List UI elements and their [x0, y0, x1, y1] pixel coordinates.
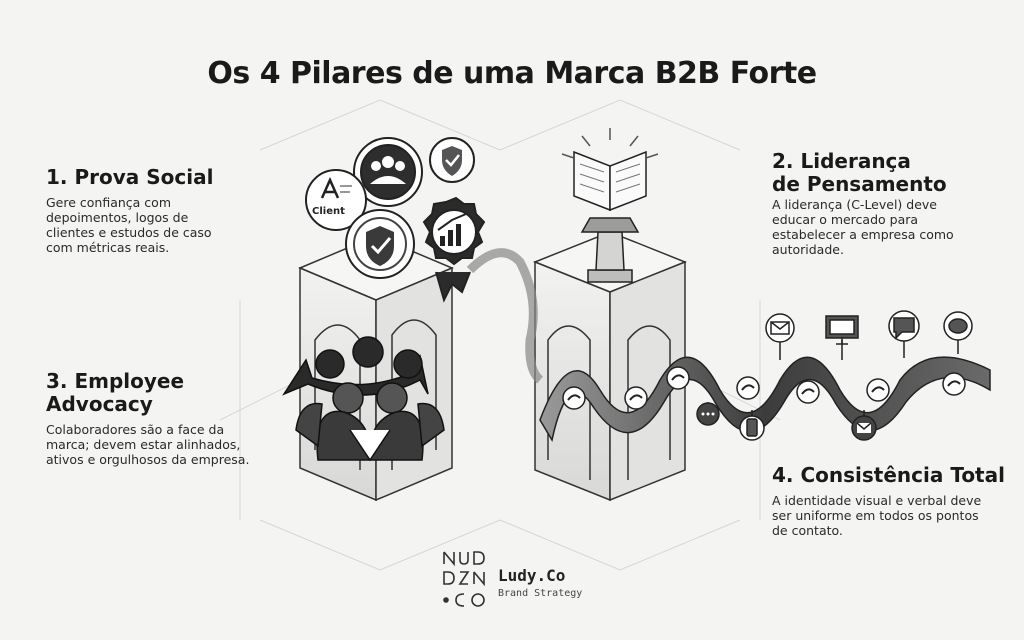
pillar-description-consistencia: A identidade visual e verbal deve ser un… — [772, 493, 982, 538]
client-logo-icon — [305, 169, 367, 231]
envelope-icon — [765, 313, 795, 343]
brand-name: Ludy.Co — [498, 566, 566, 585]
chat-dots-small-icon — [696, 402, 720, 426]
monitor-icon — [825, 315, 859, 345]
chat-bubble-icon — [888, 310, 920, 342]
brand-ribbon-icon — [539, 356, 991, 443]
contact-points — [696, 310, 973, 441]
pillar-description-employee-advocacy: Colaboradores são a face da marca; devem… — [46, 422, 250, 467]
growth-chart-badge-icon — [422, 196, 486, 303]
mobile-icon — [739, 415, 765, 441]
pillar-title-lideranca: 2. Liderança de Pensamento — [772, 149, 947, 196]
pillar-title-prova-social: 1. Prova Social — [46, 165, 214, 189]
brand-tagline: Brand Strategy — [498, 588, 583, 599]
pillar-title-employee-advocacy: 3. Employee Advocacy — [46, 369, 185, 416]
open-book-podium-icon — [561, 128, 659, 283]
connector-swoosh — [466, 248, 544, 384]
team-advocacy-icon — [282, 336, 445, 462]
pillar-title-consistencia: 4. Consistência Total — [772, 463, 1005, 487]
brand-logo-icon — [443, 551, 485, 607]
chat-dots-icon — [943, 311, 973, 341]
social-proof-cluster — [305, 137, 486, 303]
pillar-description-lideranca: A liderança (C-Level) deve educar o merc… — [772, 197, 954, 257]
envelope-small-icon — [851, 415, 877, 441]
pillar-description-prova-social: Gere confiança com depoimentos, logos de… — [46, 195, 212, 255]
page-title: Os 4 Pilares de uma Marca B2B Forte — [207, 56, 817, 91]
client-badge-label: Client — [312, 206, 345, 217]
